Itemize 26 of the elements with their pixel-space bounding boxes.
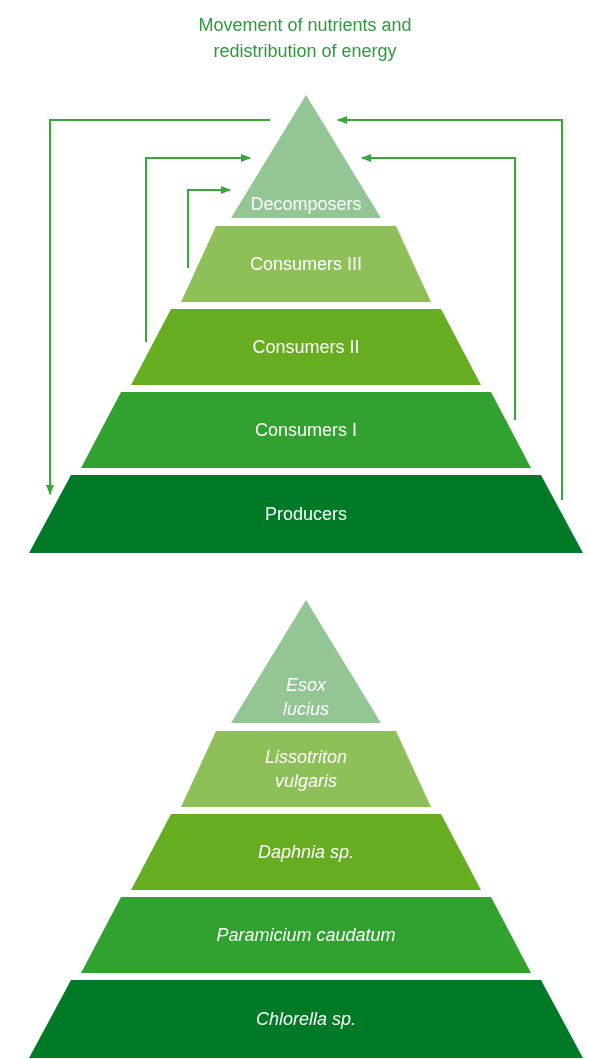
diagram-title: Movement of nutrients and redistribution of energy [197, 14, 413, 63]
cycle-arrow [337, 116, 563, 501]
level-label: Consumers III [248, 253, 363, 276]
cycle-arrow [145, 154, 251, 343]
level-label: Decomposers [249, 193, 363, 216]
level-label: Producers [263, 503, 348, 526]
level-label: Chlorella sp. [254, 1008, 357, 1031]
level-label: Esox lucius [282, 674, 330, 721]
pyramid-level [131, 309, 481, 385]
level-label: Daphnia sp. [256, 841, 356, 864]
cycle-arrow [361, 154, 516, 421]
pyramid-level [81, 897, 531, 973]
pyramid-level [131, 814, 481, 890]
cycle-arrow [46, 119, 271, 495]
pyramid-level [81, 392, 531, 468]
level-label: Paramicium caudatum [215, 924, 397, 947]
pyramid-level [29, 475, 583, 553]
cycle-arrow [187, 186, 231, 269]
pyramid-level [181, 731, 431, 807]
pyramid-level [181, 226, 431, 302]
pyramid-level [29, 980, 583, 1058]
pyramid-level [231, 95, 381, 218]
level-label: Consumers II [251, 336, 361, 359]
pyramid-level [231, 600, 381, 723]
level-label: Lissotriton vulgaris [263, 746, 348, 793]
level-label: Consumers I [253, 419, 358, 442]
